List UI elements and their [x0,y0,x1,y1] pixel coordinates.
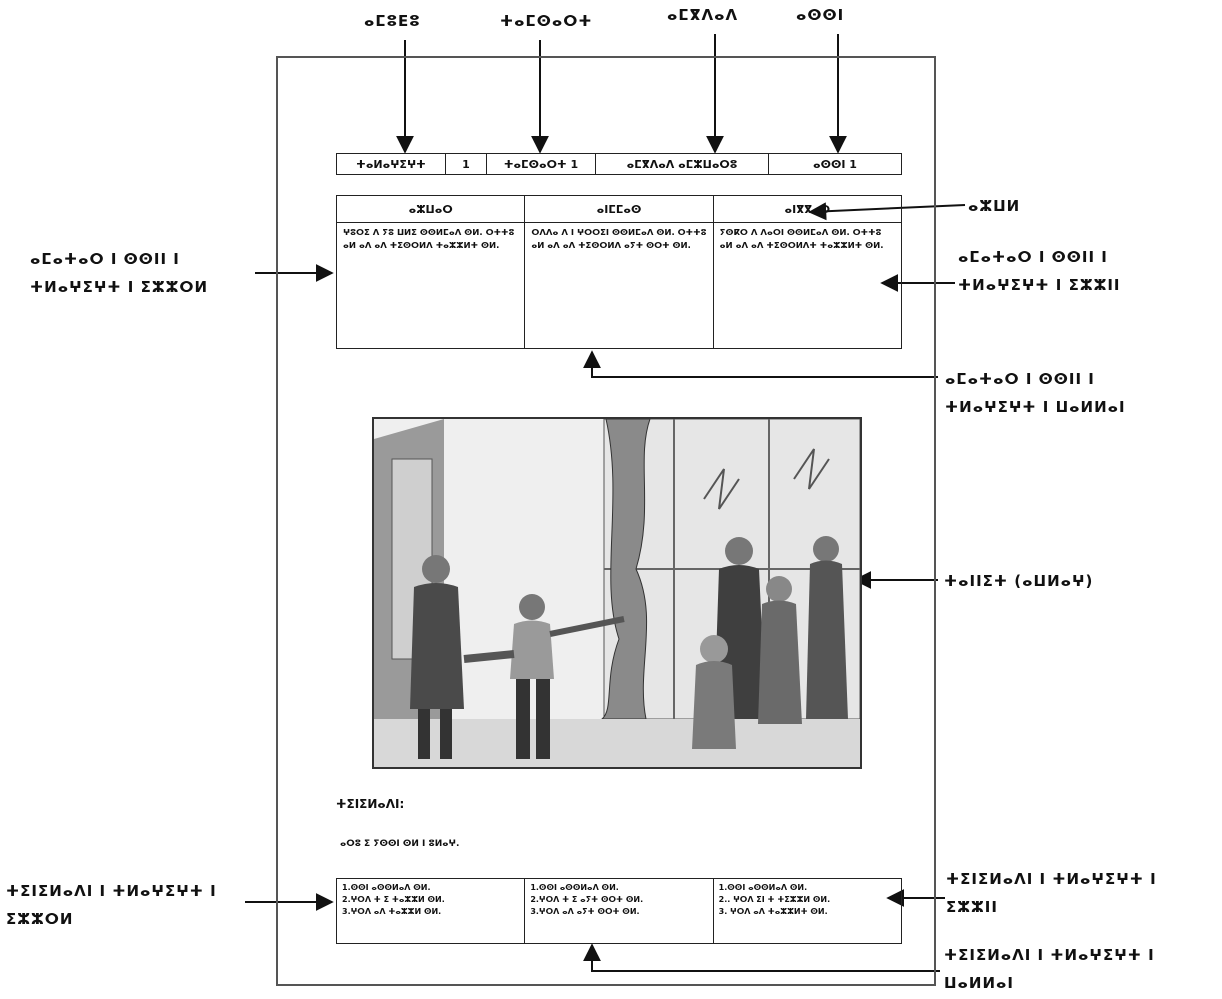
bottom-center-label-1: ⵜⵉⵏⵉⵍⴰⴷⵏ ⵏ ⵜⵍⴰⵖⵉⵖⵜ ⵏ [944,946,1155,964]
classroom-illustration [374,419,860,767]
right-level-label-2: ⵜⵍⴰⵖⵉⵖⵜ ⵏ ⵉⵣⵣⵏⵏ [958,276,1121,294]
question-line: 3.ⵖⵔⴷ ⴰⴷ ⵜⴰⵣⵣⵍ ⵙⵍ. [342,907,442,916]
level-col-3: ⴰⵏⴳⴳⴰⵔ ⵢⵙⴽⵔ ⴷ ⴷⴰⵔⵏ ⵙⵙⵍⵎⴰⴷ ⵙⵍ. ⵔⵜⵜⵓ ⴰⵍ ⴰⴷ… [713,196,901,348]
bottom-left-label-2: ⵉⵣⵣⵔⵍ [6,910,74,928]
level-col-2: ⴰⵏⵎⵎⴰⵙ ⵔⴷⴷⴰ ⴷ ⵏ ⵖⵔⵔⵉⵏ ⵙⵙⵍⵎⴰⴷ ⵙⵍ. ⵔⵜⵜⵓ ⴰⵍ… [525,196,714,348]
question-line: 1.ⵙⵙⵏ ⴰⵙⵙⵍⴰⴷ ⵙⵍ. [718,883,808,892]
level-col-1: ⴰⵣⵡⴰⵔ ⵖⵓⵔⵉ ⴷ ⵢⵓ ⵡⵍⵉ ⵙⵙⵍⵎⴰⴷ ⵙⵍ. ⵔⵜⵜⵓ ⴰⵍ ⴰ… [337,196,526,348]
bottom-right-label-1: ⵜⵉⵏⵉⵍⴰⴷⵏ ⵏ ⵜⵍⴰⵖⵉⵖⵜ ⵏ [946,870,1157,888]
center-level-label-2: ⵜⵍⴰⵖⵉⵖⵜ ⵏ ⵡⴰⵍⵍⴰⵏ [945,398,1126,416]
questions-instruction: ⴰⵔⵓ ⵉ ⵢⵙⵙⵏ ⵙⵍ ⵏ ⵓⵍⴰⵖ. [340,839,460,849]
questions-col-1: 1.ⵙⵙⵏ ⴰⵙⵙⵍⴰⴷ ⵙⵍ. 2.ⵖⵔⴷ ⵜ ⵉ ⵜⴰⵣⵣⵍ ⵙⵍ. 3.ⵖ… [337,879,526,943]
level-text: ⵖⵓⵔⵉ ⴷ ⵢⵓ ⵡⵍⵉ ⵙⵙⵍⵎⴰⴷ ⵙⵍ. ⵔⵜⵜⵓ ⴰⵍ ⴰⴷ ⴰⴷ ⵜ… [343,228,515,251]
header-strip: ⵜⴰⵍⴰⵖⵉⵖⵜ 1 ⵜⴰⵎⵙⴰⵔⵜ 1 ⴰⵎⴳⴷⴰⴷ ⴰⵎⵣⵡⴰⵔⵓ ⴰⵙⵙⵏ… [336,153,902,175]
page-frame [276,56,936,986]
arrow-text [808,202,966,221]
top-label-3: ⴰⵎⴳⴷⴰⴷ [667,6,739,24]
bottom-center-label-2: ⵡⴰⵍⵍⴰⵏ [944,974,1014,992]
question-line: 1.ⵙⵙⵏ ⴰⵙⵙⵍⴰⴷ ⵙⵍ. [530,883,619,892]
questions-col-3: 1.ⵙⵙⵏ ⴰⵙⵙⵍⴰⴷ ⵙⵍ. 2.. ⵖⵔⴷ ⵉⵏ ⵜ ⵜⵉⵣⵣⵍ ⵙⵍ. … [714,879,901,943]
question-line: 2.ⵖⵔⴷ ⵜ ⵉ ⴰⵢⵜ ⵙⵔⵜ ⵙⵍ. [530,895,644,904]
question-line: 3. ⵖⵔⴷ ⴰⴷ ⵜⴰⵣⵣⵍⵜ ⵙⵍ. [718,907,828,916]
illustration [372,417,862,769]
level-text: ⵔⴷⴷⴰ ⴷ ⵏ ⵖⵔⵔⵉⵏ ⵙⵙⵍⵎⴰⴷ ⵙⵍ. ⵔⵜⵜⵓ ⴰⵍ ⴰⴷ ⴰⴷ … [531,228,707,251]
level-header: ⴰⵏⴳⴳⴰⵔ [713,196,901,223]
question-line: 3.ⵖⵔⴷ ⴰⴷ ⴰⵢⵜ ⵙⵔⵜ ⵙⵍ. [530,907,640,916]
question-line: 2.. ⵖⵔⴷ ⵉⵏ ⵜ ⵜⵉⵣⵣⵍ ⵙⵍ. [718,895,831,904]
questions-table: 1.ⵙⵙⵏ ⴰⵙⵙⵍⴰⴷ ⵙⵍ. 2.ⵖⵔⴷ ⵜ ⵉ ⵜⴰⵣⵣⵍ ⵙⵍ. 3.ⵖ… [336,878,902,944]
question-line: 1.ⵙⵙⵏ ⴰⵙⵙⵍⴰⴷ ⵙⵍ. [342,883,431,892]
header-cell-subject: ⵜⴰⵍⴰⵖⵉⵖⵜ [337,154,446,174]
left-level-label-2: ⵜⵍⴰⵖⵉⵖⵜ ⵏ ⵉⵣⵣⵔⵍ [30,278,209,296]
level-text: ⵢⵙⴽⵔ ⴷ ⴷⴰⵔⵏ ⵙⵙⵍⵎⴰⴷ ⵙⵍ. ⵔⵜⵜⵓ ⴰⵍ ⴰⴷ ⴰⴷ ⵜⵉⵙ… [719,228,884,251]
header-cell-level: ⴰⵎⴳⴷⴰⴷ ⴰⵎⵣⵡⴰⵔⵓ [596,154,769,174]
header-cell-skill: ⴰⵙⵙⵏ 1 [813,157,857,171]
questions-title: ⵜⵉⵏⵉⵍⴰⴷⵏ: [336,797,405,811]
top-label-1: ⴰⵎⵓⴹⵓ [364,12,421,30]
question-line: 2.ⵖⵔⴷ ⵜ ⵉ ⵜⴰⵣⵣⵍ ⵙⵍ. [342,895,445,904]
header-cell-number: 1 [446,154,487,174]
right-level-label-1: ⴰⵎⴰⵜⴰⵔ ⵏ ⵙⵙⵏⵏ ⵏ [958,248,1108,266]
top-label-4: ⴰⵙⵙⵏ [796,6,845,24]
arrow-center-level [583,350,938,378]
bottom-right-label-2: ⵉⵣⵣⵏⵏ [946,898,998,916]
level-table: ⴰⵣⵡⴰⵔ ⵖⵓⵔⵉ ⴷ ⵢⵓ ⵡⵍⵉ ⵙⵙⵍⵎⴰⴷ ⵙⵍ. ⵔⵜⵜⵓ ⴰⵍ ⴰ… [336,195,902,349]
questions-col-2: 1.ⵙⵙⵏ ⴰⵙⵙⵍⴰⴷ ⵙⵍ. 2.ⵖⵔⴷ ⵜ ⵉ ⴰⵢⵜ ⵙⵔⵜ ⵙⵍ. 3… [525,879,714,943]
left-level-label-1: ⴰⵎⴰⵜⴰⵔ ⵏ ⵙⵙⵏⵏ ⵏ [30,250,180,268]
level-header: ⴰⵣⵡⴰⵔ [337,196,525,223]
text-label: ⴰⵣⵡⵍ [968,197,1021,215]
header-cell-lesson: ⵜⴰⵎⵙⴰⵔⵜ 1 [487,154,596,174]
level-header: ⴰⵏⵎⵎⴰⵙ [525,196,713,223]
image-label: ⵜⴰⵏⵏⵉⵜ (ⴰⵡⵍⴰⵖ) [944,572,1094,590]
arrow-bottom-center [583,943,940,972]
center-level-label-1: ⴰⵎⴰⵜⴰⵔ ⵏ ⵙⵙⵏⵏ ⵏ [945,370,1095,388]
top-label-2: ⵜⴰⵎⵙⴰⵔⵜ [500,12,593,30]
bottom-left-label-1: ⵜⵉⵏⵉⵍⴰⴷⵏ ⵏ ⵜⵍⴰⵖⵉⵖⵜ ⵏ [6,882,217,900]
